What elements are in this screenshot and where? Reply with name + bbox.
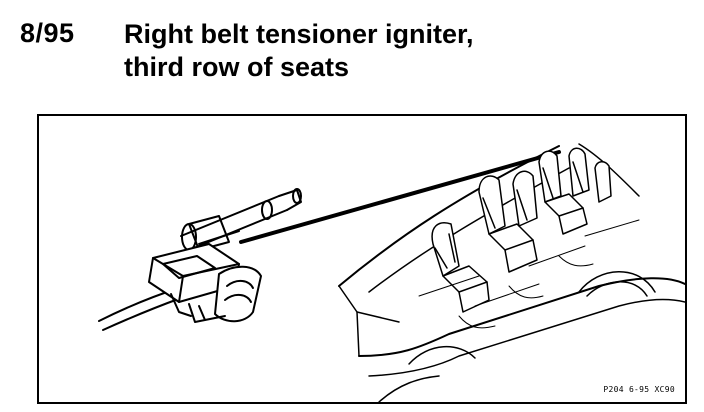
- second-row-seats: [478, 170, 538, 273]
- title-line-1: Right belt tensioner igniter,: [124, 19, 474, 49]
- title-line-2: third row of seats: [124, 52, 350, 82]
- interior-details: [418, 219, 640, 329]
- page-title: Right belt tensioner igniter, third row …: [124, 18, 474, 84]
- illustration: [98, 143, 685, 402]
- page-number: 8/95: [20, 18, 75, 48]
- figure-reference-code: P204 6-95 XC90: [603, 385, 675, 394]
- front-seat: [431, 222, 490, 313]
- tensioner-detail: [98, 150, 561, 331]
- illustration-frame: P204 6-95 XC90: [37, 114, 687, 404]
- vehicle-cutaway: [338, 143, 685, 402]
- third-row-seats: [538, 147, 612, 235]
